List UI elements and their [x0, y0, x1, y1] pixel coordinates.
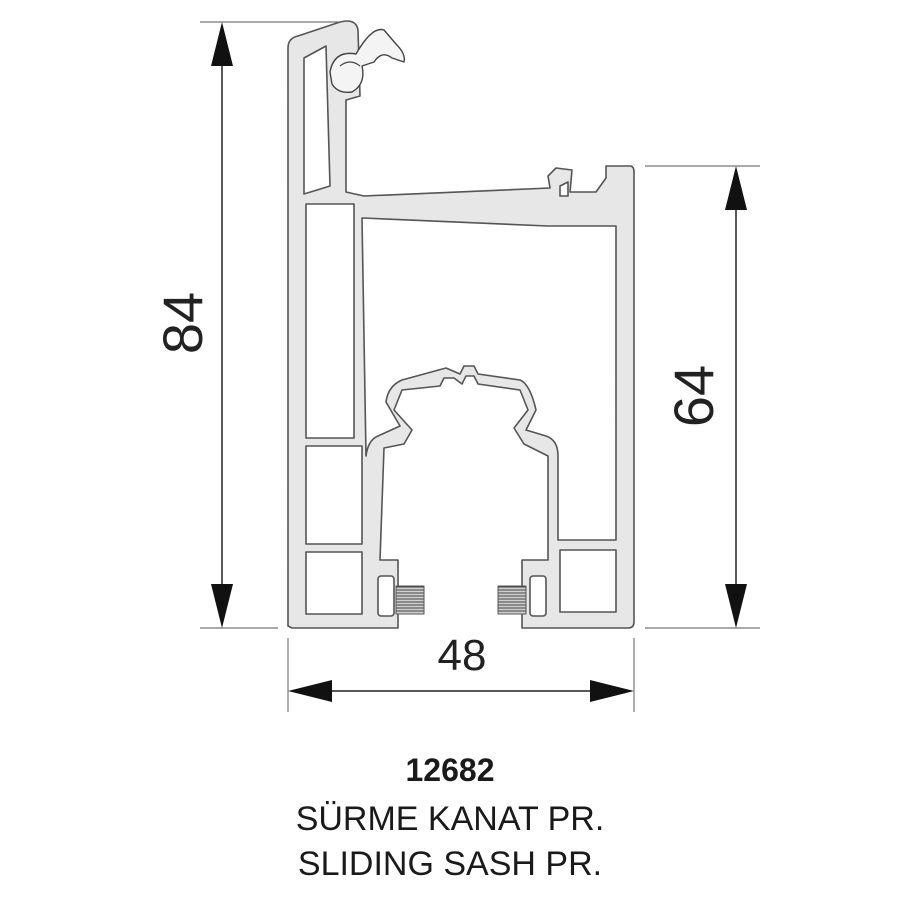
profile-left-chamber-2 — [305, 445, 363, 545]
profile-left-chamber-3 — [305, 551, 363, 615]
arrow-up-icon — [725, 166, 747, 210]
dimension-label-84: 84 — [151, 292, 214, 354]
arrow-down-icon — [211, 584, 233, 628]
product-code: 12682 — [405, 752, 495, 788]
clip-left — [377, 575, 395, 617]
extension-lines — [200, 21, 760, 712]
profile-main-chamber — [361, 217, 617, 541]
gasket-icon — [329, 28, 406, 94]
arrow-left-icon — [288, 680, 332, 702]
dimension-64: 64 — [662, 166, 747, 628]
brush-seal-right-icon — [497, 585, 527, 615]
dimension-48: 48 — [288, 631, 634, 702]
product-name-en: SLIDING SASH PR. — [297, 845, 603, 883]
dimension-84: 84 — [151, 22, 233, 628]
clip-right — [529, 575, 547, 617]
profile-right-chamber — [559, 549, 617, 613]
dimension-label-64: 64 — [662, 365, 725, 427]
arrow-right-icon — [590, 680, 634, 702]
brush-seal-left-icon — [395, 585, 425, 615]
dimension-label-48: 48 — [438, 631, 487, 680]
profile-top-channel — [303, 45, 331, 195]
profile-left-chamber — [305, 203, 355, 439]
arrow-down-icon — [725, 584, 747, 628]
product-name-tr: SÜRME KANAT PR. — [295, 800, 605, 838]
profile-section — [287, 20, 635, 629]
arrow-up-icon — [211, 22, 233, 66]
profile-top-hook — [559, 181, 569, 197]
